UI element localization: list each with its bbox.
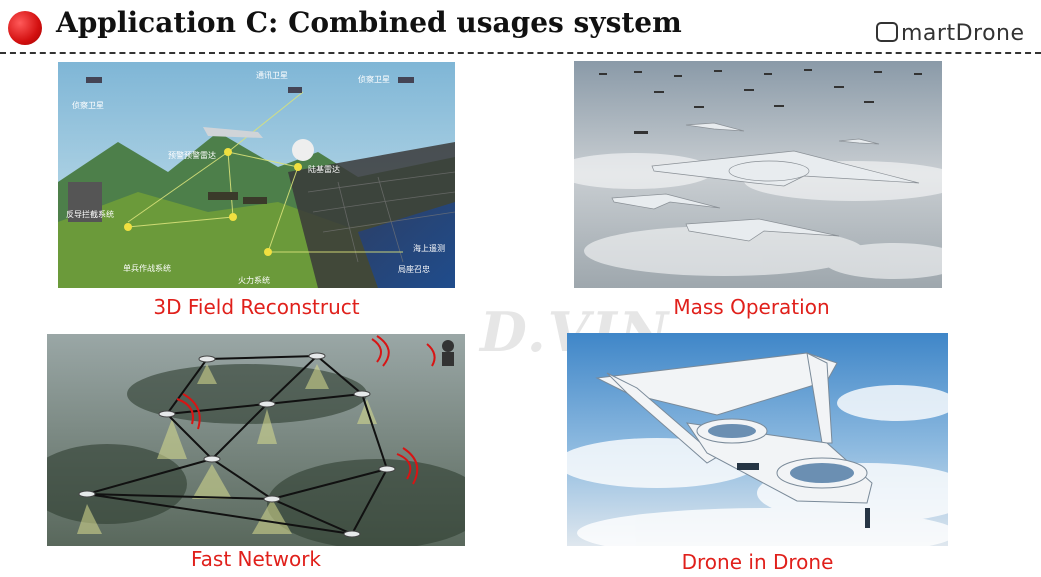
title-divider (0, 52, 1041, 54)
fast-network-image (47, 334, 465, 546)
page-title: Application C: Combined usages system (56, 6, 682, 39)
label-ground-radar: 陆基雷达 (308, 164, 340, 174)
label-missile-defense: 反导拦截系统 (66, 209, 114, 219)
label-wechat-source: 局座召忠 (398, 264, 430, 274)
label-recon-satellite-1: 侦察卫星 (72, 100, 104, 110)
label-sea-telemetry: 海上遥测 (413, 243, 445, 253)
mass-operation-image (574, 61, 942, 288)
caption-field-reconstruct: 3D Field Reconstruct (153, 295, 360, 319)
caption-fast-network: Fast Network (190, 547, 322, 571)
logo-text: martDrone (901, 21, 1025, 46)
label-comm-satellite: 通讯卫星 (256, 70, 288, 80)
label-fire-system: 火力系统 (238, 275, 270, 285)
field-reconstruct-image: 侦察卫星 通讯卫星 侦察卫星 预警预警雷达 陆基雷达 反导拦截系统 单兵作战系统… (58, 62, 455, 288)
title-bullet-dot (8, 11, 42, 45)
caption-mass-operation: Mass Operation (673, 295, 830, 319)
smartdrone-logo: martDrone (876, 20, 1025, 46)
label-awacs: 预警预警雷达 (168, 150, 216, 160)
logo-s-icon (876, 22, 898, 42)
label-recon-satellite-2: 侦察卫星 (358, 74, 390, 84)
drone-in-drone-image (567, 333, 948, 546)
label-infantry-system: 单兵作战系统 (123, 263, 171, 273)
caption-drone-in-drone: Drone in Drone (681, 550, 834, 574)
